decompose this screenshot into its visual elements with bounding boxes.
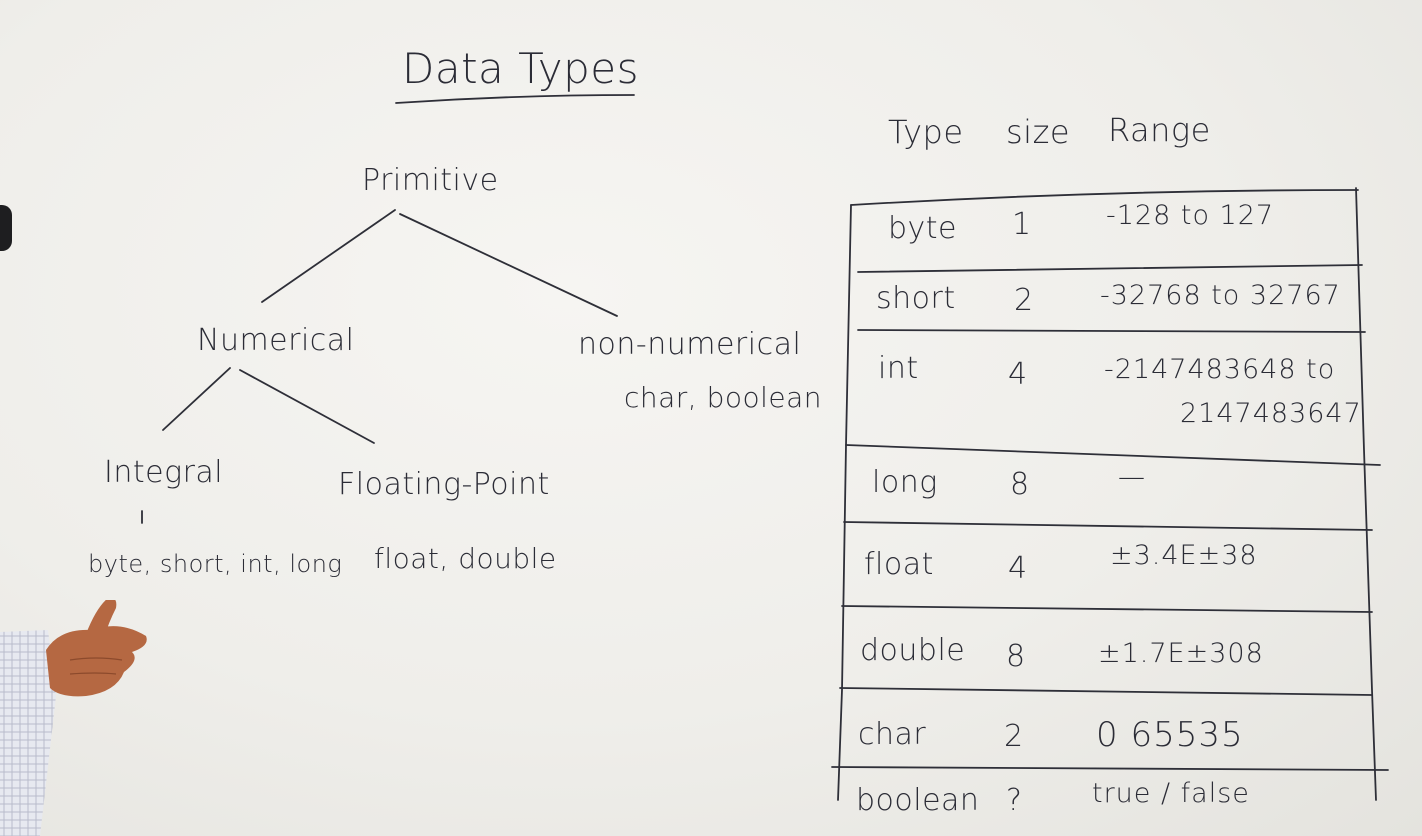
cell-size: 4: [1008, 357, 1028, 392]
row-line-5: [841, 605, 1373, 613]
row-line-2: [857, 329, 1366, 333]
cell-type: byte: [888, 211, 958, 246]
cell-type: char: [858, 717, 927, 752]
cell-range: -32768 to 32767: [1100, 280, 1341, 311]
row-line-4: [843, 521, 1373, 531]
header-type: Type: [888, 113, 964, 151]
cell-range: -2147483648 to: [1104, 354, 1336, 385]
header-size: size: [1006, 113, 1071, 151]
tree-floating-types: float, double: [374, 542, 557, 575]
branch-root-nonnumerical: [399, 213, 618, 317]
tree-root: Primitive: [362, 163, 499, 198]
tree-integral-types: byte, short, int, long: [88, 550, 343, 578]
tree-non-numerical-types: char, boolean: [624, 381, 823, 414]
branch-numerical-floating: [239, 369, 375, 444]
cell-type: boolean: [856, 783, 980, 818]
cell-type: long: [872, 465, 938, 500]
tree-floating-point: Floating-Point: [338, 467, 550, 502]
row-line-6: [839, 687, 1373, 696]
tree-non-numerical: non-numerical: [578, 327, 802, 362]
cell-type: double: [860, 633, 966, 668]
row-line-1: [857, 264, 1363, 273]
cell-type: short: [876, 281, 956, 316]
cell-size: 1: [1012, 207, 1032, 242]
cell-range-continued: 2147483647: [1180, 398, 1362, 429]
row-line-3: [845, 444, 1381, 466]
table-right-border: [1355, 187, 1377, 801]
presenter-hand: [0, 600, 147, 836]
cell-type: int: [878, 351, 919, 386]
cell-size: 8: [1010, 467, 1030, 502]
cell-size: ?: [1006, 783, 1023, 818]
cell-size: 2: [1014, 283, 1034, 318]
row-line-7: [831, 766, 1389, 771]
page-title: Data Types: [402, 44, 639, 93]
title-underline: [395, 94, 635, 104]
header-range: Range: [1108, 111, 1211, 149]
cell-type: float: [864, 547, 934, 582]
cell-size: 8: [1006, 639, 1026, 674]
tree-numerical: Numerical: [197, 323, 355, 358]
cell-range: ±1.7E±308: [1098, 638, 1264, 669]
cell-range: —: [1118, 462, 1146, 493]
shirt-sleeve: [0, 630, 56, 836]
finger-pointing: [86, 600, 117, 638]
cell-range: 0 65535: [1096, 715, 1244, 755]
tree-integral: Integral: [104, 455, 224, 490]
table-left-border: [837, 204, 852, 801]
table-top-line: [850, 189, 1359, 206]
branch-root-numerical: [261, 209, 396, 303]
cell-size: 4: [1008, 551, 1028, 586]
cell-range: -128 to 127: [1106, 200, 1275, 231]
cell-size: 2: [1004, 719, 1024, 754]
branch-numerical-integral: [162, 367, 231, 431]
cell-range: true / false: [1092, 778, 1250, 809]
marker-cap: [0, 205, 12, 251]
hand-palm: [46, 626, 147, 697]
cell-range: ±3.4E±38: [1110, 540, 1258, 571]
